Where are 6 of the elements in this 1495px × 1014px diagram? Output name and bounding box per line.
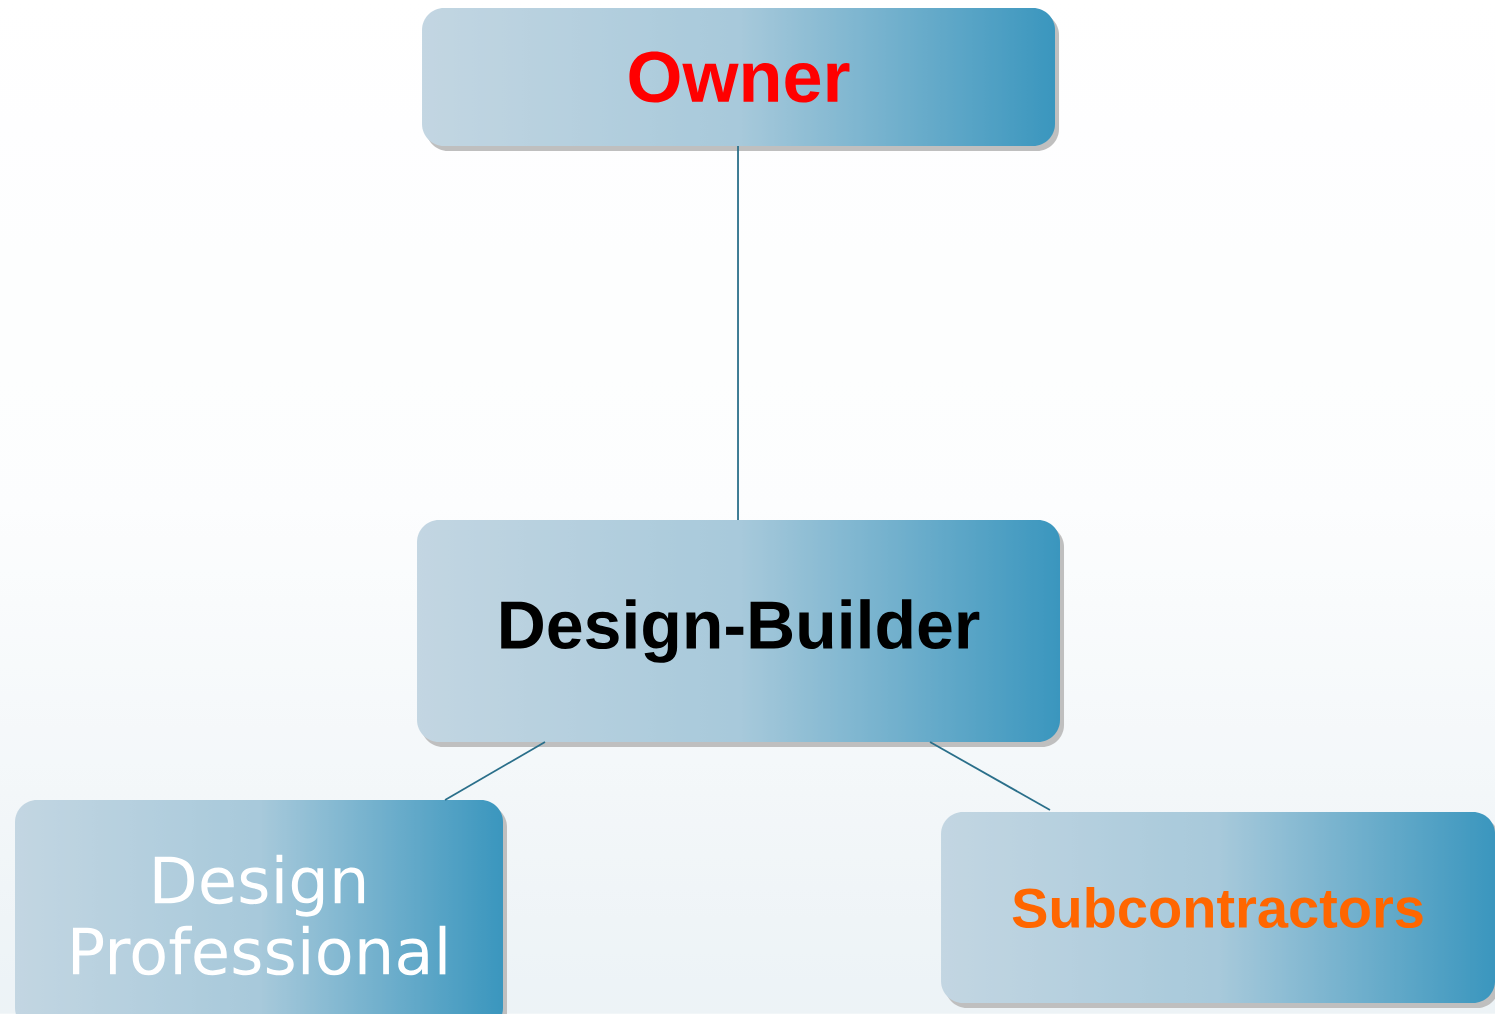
role-box: Design-Builder bbox=[417, 520, 1064, 747]
role-box: Subcontractors bbox=[941, 812, 1495, 1008]
connector-line bbox=[737, 145, 739, 521]
connector-line bbox=[929, 741, 1051, 811]
role-box: Owner bbox=[422, 8, 1059, 151]
connector-line bbox=[444, 741, 546, 801]
